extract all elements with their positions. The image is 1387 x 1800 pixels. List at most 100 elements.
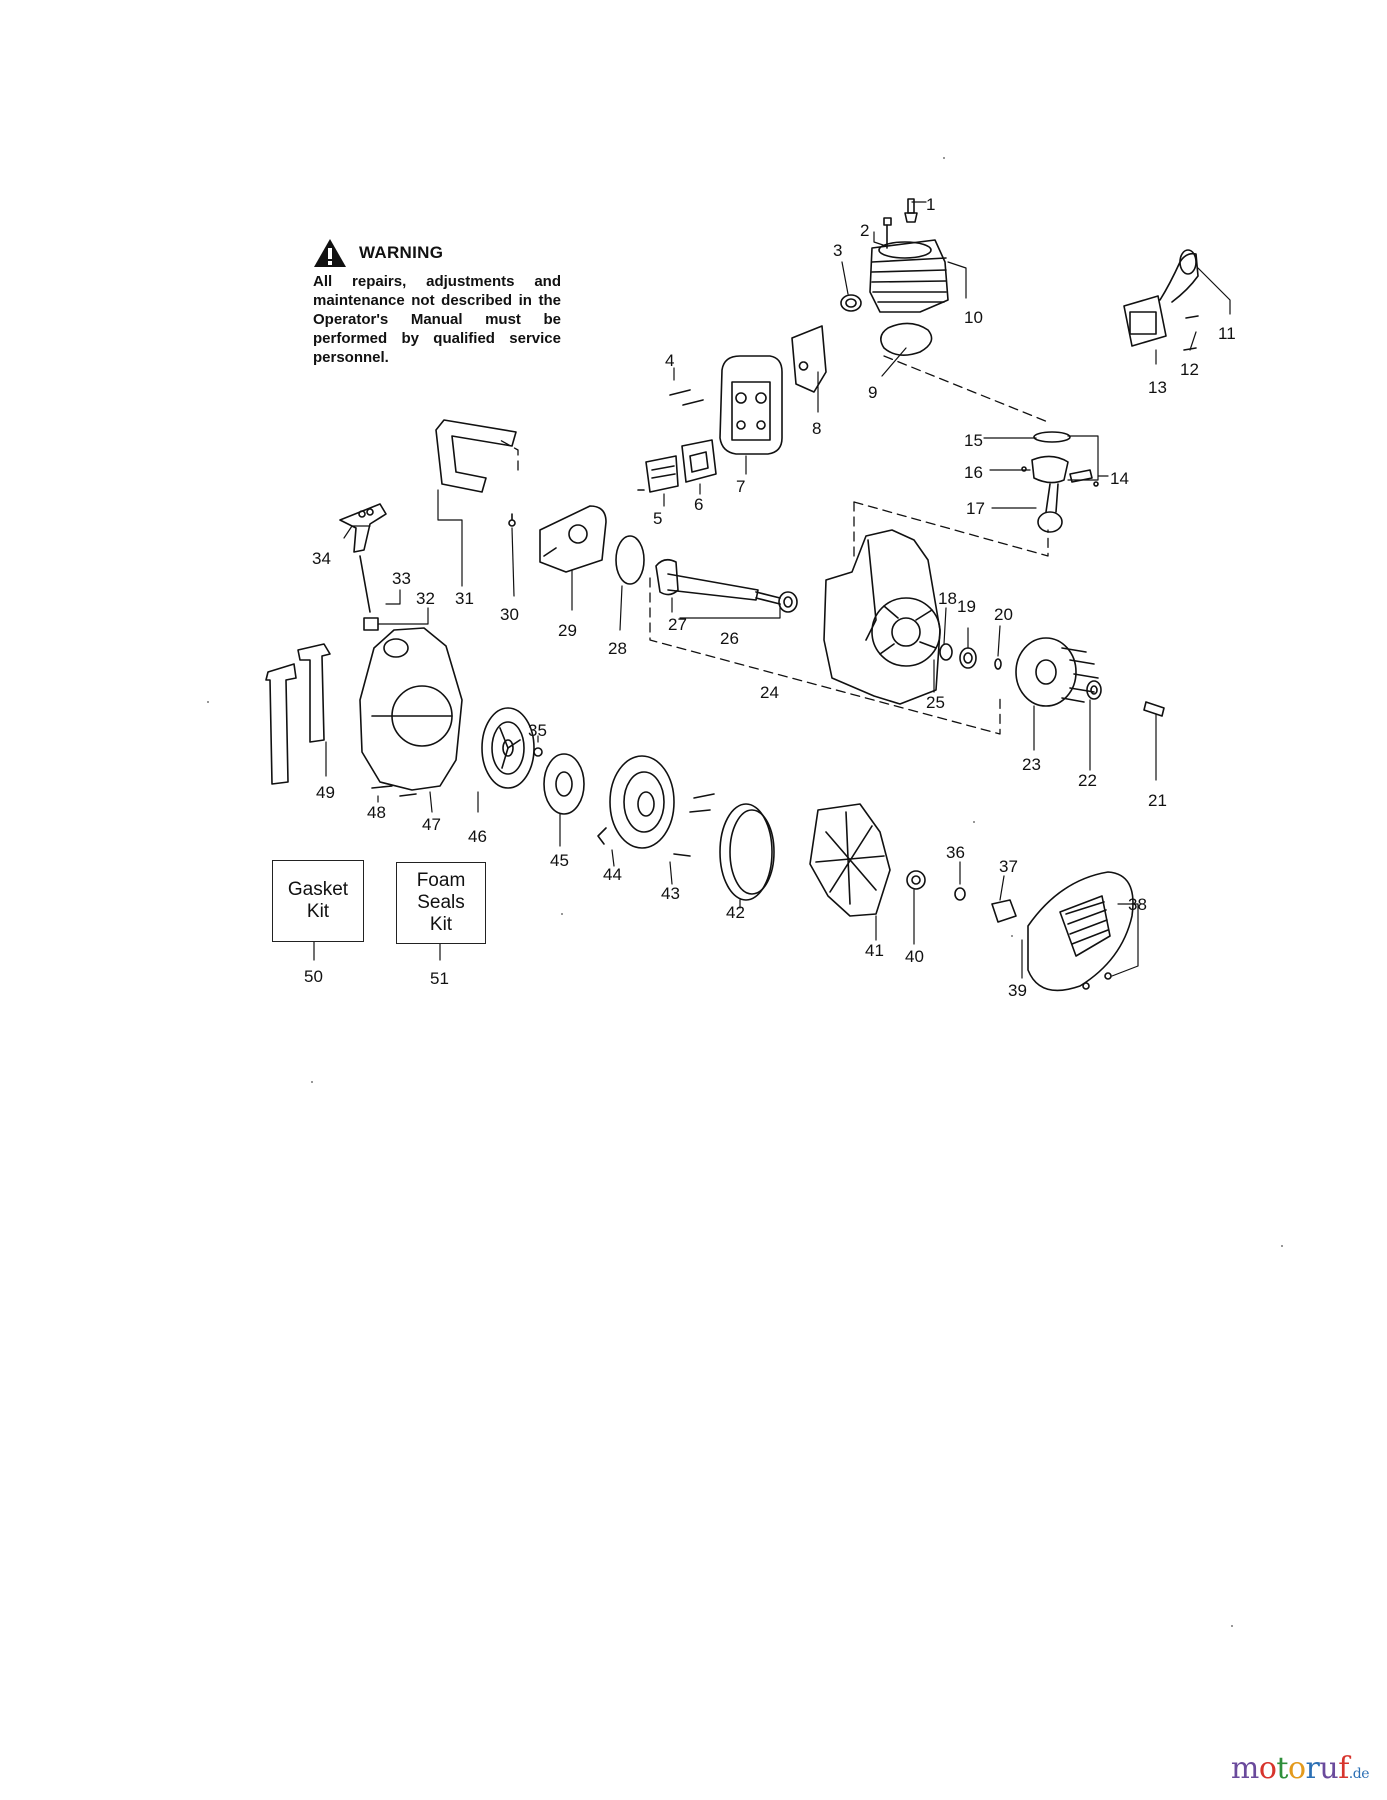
- part-10-cylinder: [869, 239, 949, 313]
- part-16-wrist-pin: [1021, 466, 1099, 487]
- watermark-letter: o: [1287, 1751, 1306, 1786]
- part-48-screws: [371, 785, 417, 797]
- part-number: 34: [312, 549, 331, 568]
- part-41-fan-impeller: [809, 803, 891, 917]
- part-22-nut: [1086, 680, 1102, 700]
- part-30-screw: [508, 513, 516, 527]
- part-number: 36: [946, 843, 965, 862]
- part-number: 35: [528, 721, 547, 740]
- part-number: 5: [653, 509, 662, 528]
- part-number: 6: [694, 495, 703, 514]
- foam-seals-kit-box: Foam Seals Kit: [396, 862, 486, 944]
- part-number: 41: [865, 941, 884, 960]
- part-8-heat-shield: [791, 325, 827, 393]
- part-19-bearing: [959, 647, 977, 669]
- part-number: 10: [964, 308, 983, 327]
- part-34-key: [339, 503, 387, 553]
- part-number: 45: [550, 851, 569, 870]
- part-number: 13: [1148, 378, 1167, 397]
- part-49-tubes: [265, 643, 331, 785]
- warning-title: WARNING: [359, 243, 444, 262]
- part-number: 49: [316, 783, 335, 802]
- part-15-piston-ring: [1033, 431, 1071, 443]
- part-40-nut: [906, 870, 926, 890]
- part-number: 31: [455, 589, 474, 608]
- watermark-letter: m: [1230, 1751, 1259, 1786]
- part-46-starter-pulley: [481, 707, 535, 789]
- part-18-seal: [939, 643, 953, 661]
- watermark-wordmark: motoruf: [1231, 1751, 1349, 1786]
- part-number: 11: [1218, 324, 1236, 343]
- part-39-blower-cover: [1027, 871, 1134, 992]
- part-number: 19: [957, 597, 976, 616]
- part-number: 21: [1148, 791, 1167, 810]
- part-25-crankcase: [823, 529, 941, 705]
- part-number: 8: [812, 419, 821, 438]
- part-number: 40: [905, 947, 924, 966]
- watermark-tld: .de: [1348, 1766, 1370, 1782]
- watermark-letter: u: [1319, 1751, 1339, 1786]
- part-number: 43: [661, 884, 680, 903]
- foam-kit-label-line2: Seals: [417, 892, 465, 913]
- part-36-washer: [954, 887, 966, 901]
- warning-text: All repairs, adjustments and maintenance…: [313, 273, 561, 366]
- motoruf-watermark: motoruf.de: [1231, 1751, 1370, 1786]
- part-6-muffler-gasket: [681, 439, 717, 483]
- warning-header: WARNING: [313, 238, 561, 268]
- part-35-screw: [533, 747, 543, 757]
- part-number: 2: [860, 221, 869, 240]
- part-number: 32: [416, 589, 435, 608]
- watermark-letter: r: [1305, 1751, 1320, 1786]
- part-number: 28: [608, 639, 627, 658]
- part-20-key: [994, 658, 1002, 670]
- part-number: 39: [1008, 981, 1027, 1000]
- part-1-spark-plug: [904, 198, 918, 223]
- part-number: 33: [392, 569, 411, 588]
- part-4-screws: [669, 389, 704, 406]
- part-32-nut: [363, 617, 379, 631]
- warning-box: WARNING All repairs, adjustments and mai…: [313, 238, 561, 367]
- part-38-screws: [1082, 972, 1112, 990]
- part-number: 37: [999, 857, 1018, 876]
- leader-lines: [313, 201, 1231, 979]
- part-number: 29: [558, 621, 577, 640]
- warning-triangle-icon: [314, 239, 346, 267]
- part-44-starter-housing: [597, 755, 675, 849]
- part-number: 27: [668, 615, 687, 634]
- part-number: 46: [468, 827, 487, 846]
- part-number: 22: [1078, 771, 1097, 790]
- part-number: 51: [430, 969, 449, 988]
- part-42-fan-ring: [719, 803, 775, 901]
- part-number: 4: [665, 351, 674, 370]
- part-number-labels: 1 2 3 4 5 6 7 8 9 10 11 12 13 14 15 16 1…: [304, 195, 1236, 1000]
- part-7-muffler: [719, 355, 783, 455]
- gasket-kit-label-line1: Gasket: [287, 879, 349, 900]
- part-31-seal: [435, 419, 517, 493]
- part-45-washer: [543, 753, 585, 815]
- part-26-seal: [778, 591, 798, 613]
- part-number: 14: [1110, 469, 1129, 488]
- part-number: 48: [367, 803, 386, 822]
- part-17-piston-rod: [1031, 455, 1069, 533]
- part-number: 20: [994, 605, 1013, 624]
- part-number: 30: [500, 605, 519, 624]
- part-number: 3: [833, 241, 842, 260]
- part-number: 1: [926, 195, 935, 214]
- part-43-screws: [673, 793, 715, 857]
- part-37-nut: [991, 899, 1017, 923]
- assembly-lines: [499, 355, 1049, 735]
- part-29-carburetor-adapter: [539, 505, 607, 573]
- part-number: 9: [868, 383, 877, 402]
- part-number: 18: [938, 589, 957, 608]
- part-number: 44: [603, 865, 622, 884]
- part-13-ignition-module: [1123, 249, 1199, 347]
- part-number: 47: [422, 815, 441, 834]
- foam-kit-label-line3: Kit: [429, 914, 453, 935]
- part-number: 25: [926, 693, 945, 712]
- watermark-letter: t: [1276, 1751, 1288, 1786]
- part-33-rod: [359, 555, 371, 613]
- watermark-letter: o: [1258, 1751, 1277, 1786]
- part-21-spring-clip: [1143, 701, 1165, 717]
- part-number: 26: [720, 629, 739, 648]
